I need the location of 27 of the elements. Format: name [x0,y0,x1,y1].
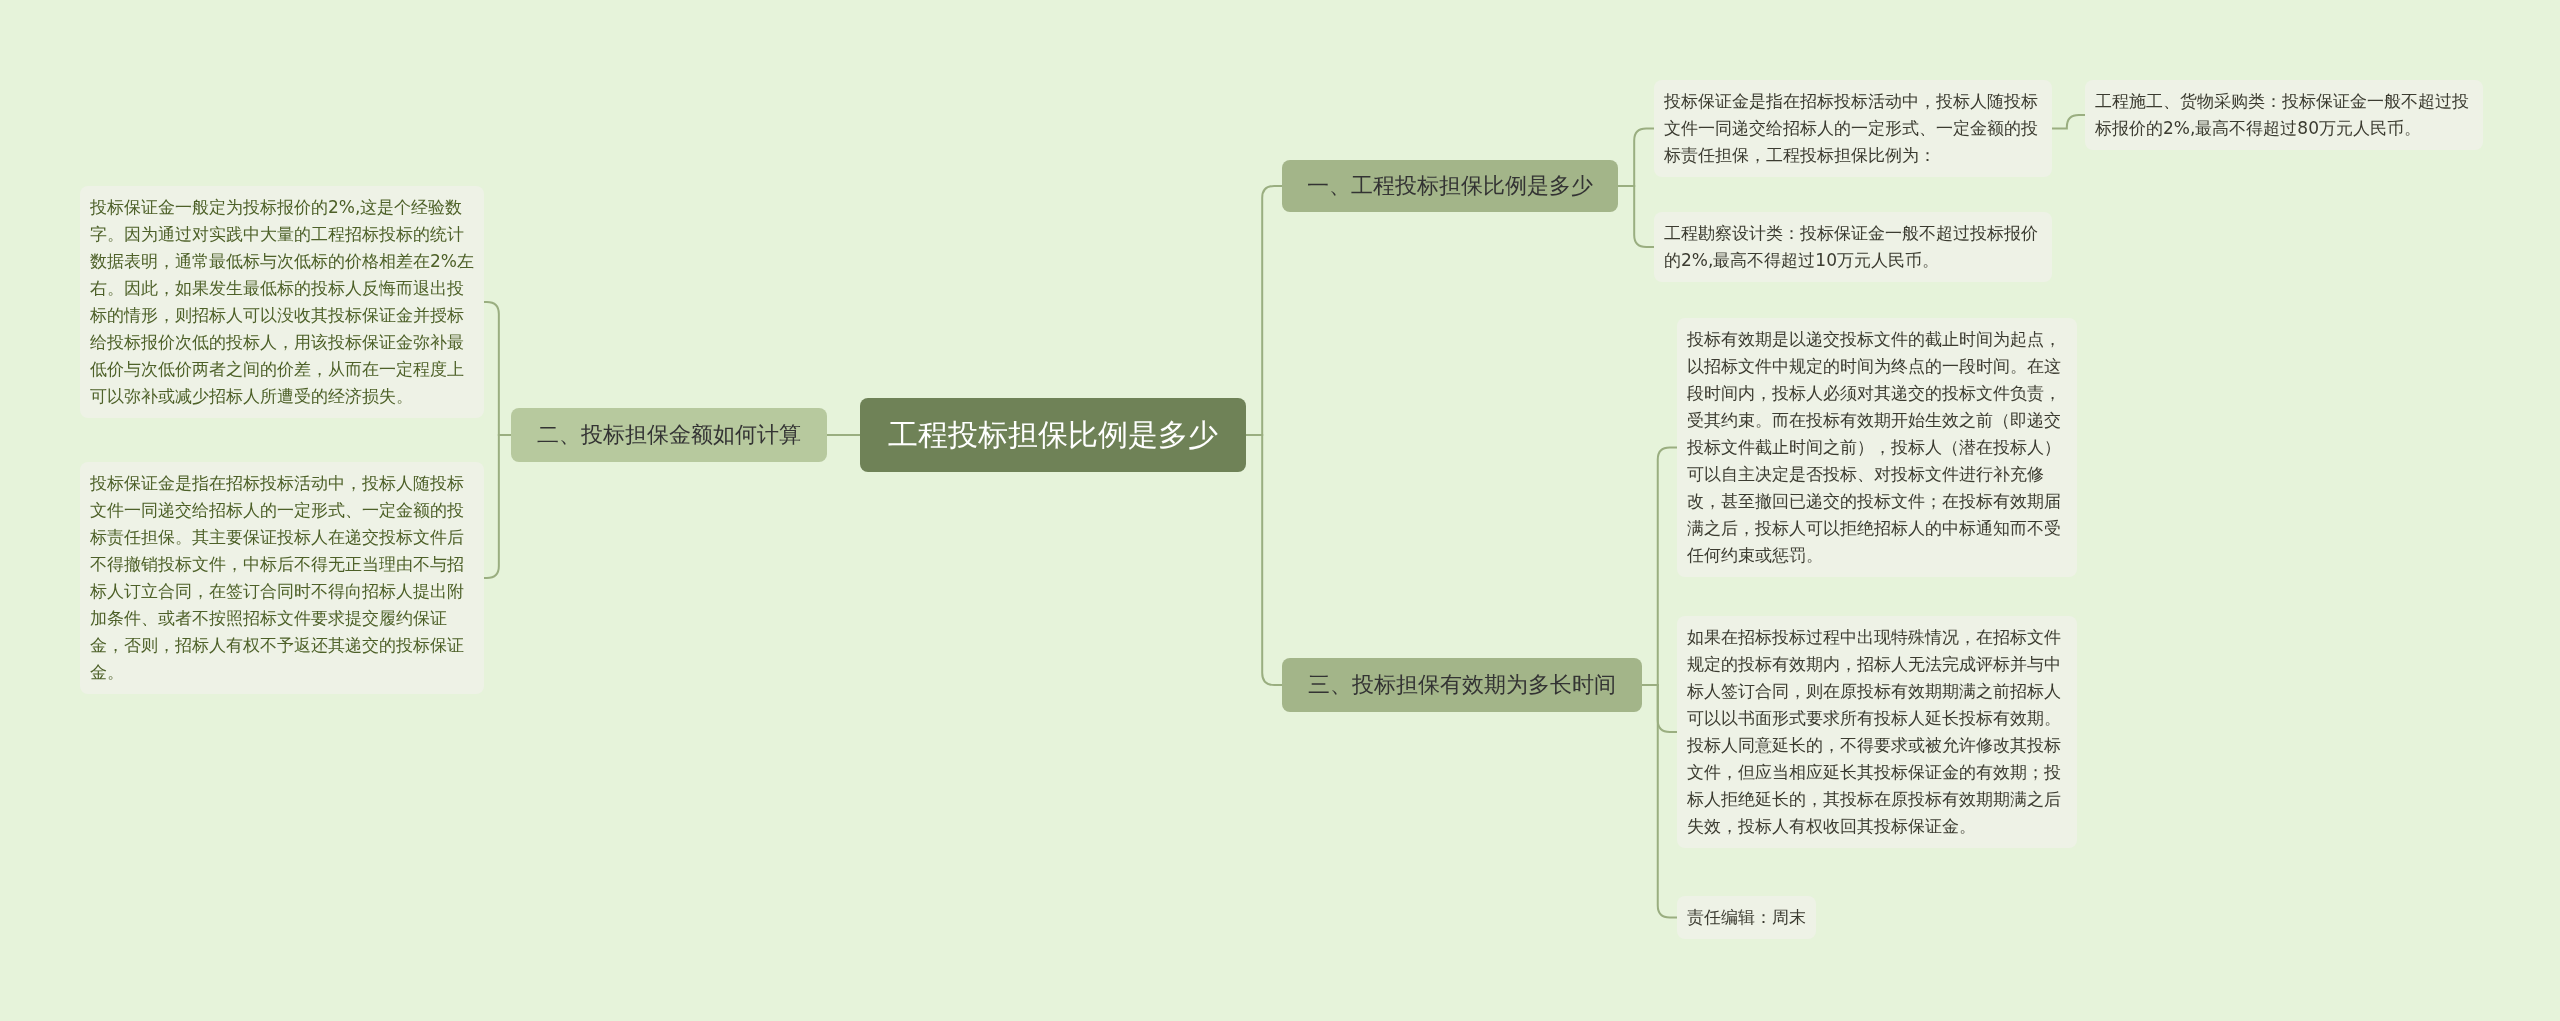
text-card [2085,80,2483,150]
connector-line [1641,684,1678,919]
connector-line [483,434,512,579]
text-card [1654,80,2052,177]
topic-label: 三、投标担保有效期为多长时间 [1308,671,1616,699]
text-card [1654,212,2052,282]
paragraph: 如果在招标投标过程中出现特殊情况，在招标文件规定的投标有效期内，招标人无法完成评标并与中标人签订合同，则在原投标有效期期满之前招标人可以以书面形式要求所有投标人延长投标有效期。投标人同意延长的，不得要求或被允许修改其投标文件，但应当相应延长其投标保证金的有效期；投标人拒绝延长的，其投标在原投标有效期期满之后失效，投标人有权收回其投标保证金。 [1687,626,2062,838]
topic-label: 一、工程投标担保比例是多少 [1307,172,1593,200]
branch-topic [1282,160,1618,212]
paragraph: 投标保证金是指在招标投标活动中，投标人随投标文件一同递交给招标人的一定形式、一定金额的投标责任担保。其主要保证投标人在递交投标文件后不得撤销投标文件，中标后不得无正当理由不与招标人订立合同，在签订合同时不得向招标人提出附加条件、或者不按照招标文件要求提交履约保证金，否则，招标人有权不予返还其递交的投标保证金。 [90,472,465,684]
connector-line [2051,114,2086,130]
central-topic [860,398,1246,472]
branch-topic [1282,658,1642,712]
topic-label: 工程投标担保比例是多少 [888,415,1218,454]
paragraph: 投标保证金一般定为投标报价的2%,这是个经验数字。因为通过对实践中大量的工程招标投标的统计数据表明，通常最低标与次低标的价格相差在2%左右。因此，如果发生最低标的投标人反悔而退出投标的情形，则招标人可以没收其投标保证金并授标给投标报价次低的投标人，用该投标保证金弥补最低价与次低价两者之间的价差，从而在一定程度上可以弥补或减少招标人所遭受的经济损失。 [90,196,474,408]
paragraph: 工程勘察设计类：投标保证金一般不超过投标报价的2%,最高不得超过10万元人民币。 [1664,222,2039,272]
text-card [1677,896,1816,939]
connector-line [826,434,861,436]
paragraph: 投标保证金是指在招标投标活动中，投标人随投标文件一同递交给招标人的一定形式、一定金额的投标责任担保，工程投标担保比例为： [1664,90,2039,167]
topic-label: 二、投标担保金额如何计算 [537,421,801,449]
branch-topic [511,408,827,462]
text-card [80,462,484,694]
connector-line [1617,185,1655,248]
connector-line [1245,434,1283,686]
paragraph: 工程施工、货物采购类：投标保证金一般不超过投标报价的2%,最高不得超过80万元人民币。 [2095,90,2470,140]
paragraph: 投标有效期是以递交投标文件的截止时间为起点，以招标文件中规定的时间为终点的一段时间。在这段时间内，投标人必须对其递交的投标文件负责，受其约束。而在投标有效期开始生效之前（即递交投标文件截止时间之前），投标人（潜在投标人）可以自主决定是否投标、对投标文件进行补充修改，甚至撤回已递交的投标文件；在投标有效期届满之后，投标人可以拒绝招标人的中标通知而不受任何约束或惩罚。 [1687,328,2062,567]
paragraph: 责任编辑：周末 [1687,906,1806,929]
